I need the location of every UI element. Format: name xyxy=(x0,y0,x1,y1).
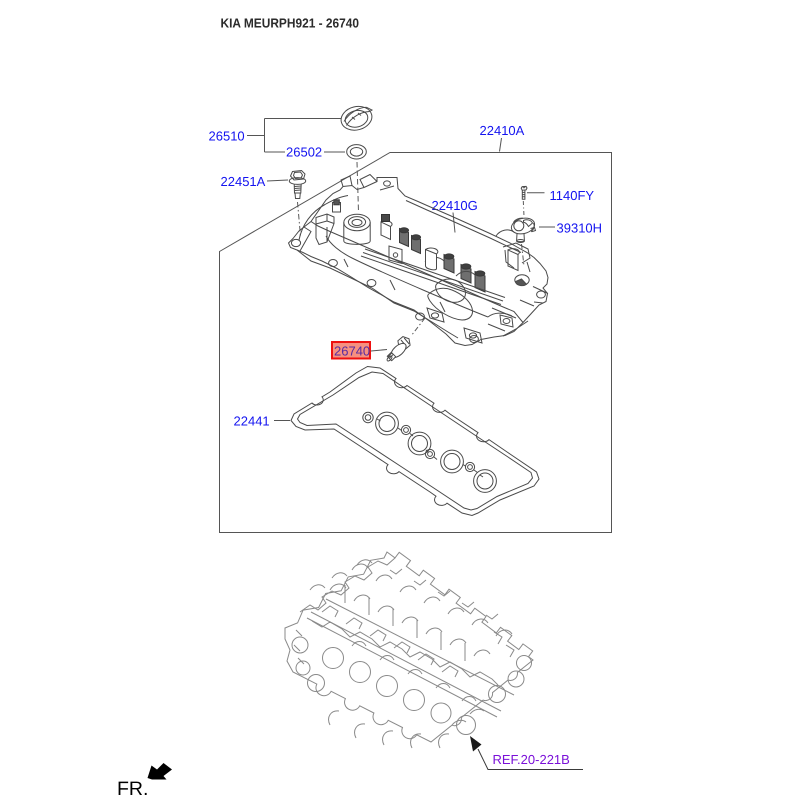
svg-text:22451A: 22451A xyxy=(221,174,266,189)
svg-text:26740: 26740 xyxy=(334,344,370,359)
svg-text:39310H: 39310H xyxy=(557,221,603,236)
svg-text:22441: 22441 xyxy=(234,414,270,429)
svg-text:1140FY: 1140FY xyxy=(550,188,595,203)
svg-text:26510: 26510 xyxy=(209,129,245,144)
svg-text:22410G: 22410G xyxy=(432,198,478,213)
svg-text:REF.20-221B: REF.20-221B xyxy=(493,752,570,767)
svg-text:26502: 26502 xyxy=(286,145,322,160)
svg-text:22410A: 22410A xyxy=(480,123,525,138)
svg-text:FR.: FR. xyxy=(117,778,148,800)
svg-text:KIA MEURPH921 - 26740: KIA MEURPH921 - 26740 xyxy=(221,16,360,31)
